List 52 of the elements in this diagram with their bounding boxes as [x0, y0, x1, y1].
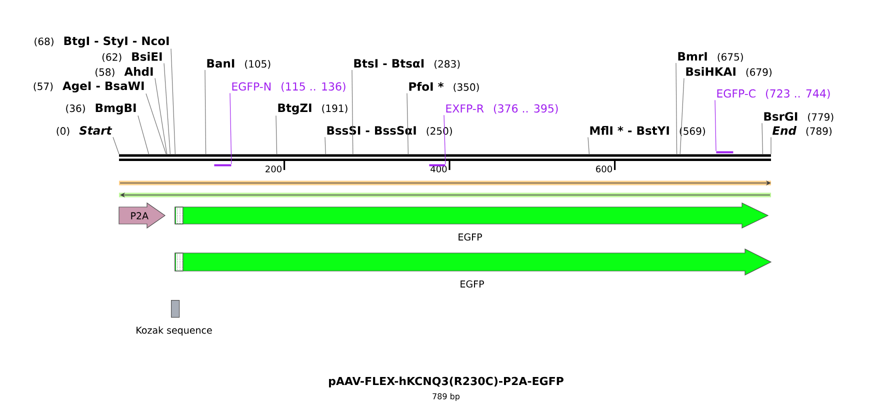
site-label: (68) BtgI - StyI - NcoI: [34, 36, 169, 48]
site-label: End (789): [772, 126, 832, 136]
leader-line: [170, 48, 176, 154]
primer-bar: [429, 164, 446, 166]
tick-label: 400: [430, 166, 447, 172]
leader-line: [714, 100, 716, 152]
leader-line: [146, 93, 166, 154]
feature-box: [171, 300, 180, 318]
leader-line: [770, 136, 772, 154]
leader-line: [154, 78, 168, 154]
leader-line: [324, 136, 326, 154]
feature-label: EGFP: [460, 280, 484, 288]
site-label: BanI (105): [207, 59, 270, 69]
gene-feature: [174, 248, 772, 276]
site-label: BsrGI (779): [764, 112, 834, 122]
gene-feature: P2A: [118, 202, 166, 229]
title: pAAV-FLEX-hKCNQ3(R230C)-P2A-EGFP: [329, 376, 564, 388]
gene-feature: [174, 202, 769, 228]
leader-line: [138, 115, 149, 154]
sequence-length: 789 bp: [432, 393, 460, 401]
site-label: BtsI - BtsαI (283): [354, 59, 460, 69]
site-label: (0) Start: [56, 126, 112, 136]
primer-label: EGFP-N (115 .. 136): [232, 82, 346, 92]
primer-bar: [214, 164, 232, 166]
site-label: (62) BsiEI: [102, 52, 162, 62]
site-label: BssSI - BssSαI (250): [327, 126, 452, 136]
leader-line: [676, 62, 678, 154]
leader-line: [762, 122, 763, 154]
leader-line: [406, 92, 408, 154]
leader-line: [588, 136, 590, 154]
leader-line: [230, 92, 232, 164]
site-label: (58) AhdI: [96, 66, 153, 78]
leader-line: [276, 115, 278, 154]
feature-label: EGFP: [458, 233, 482, 241]
primer-label: EXFP-R (376 .. 395): [446, 104, 558, 114]
site-label: (36) BmgBI: [66, 104, 136, 114]
feature-label: Kozak sequence: [136, 326, 212, 336]
site-label: BmrI (675): [678, 52, 743, 62]
primer-label: EGFP-C (723 .. 744): [717, 89, 830, 99]
leader-line: [204, 70, 206, 154]
site-label: MflI * - BstYI (569): [590, 126, 705, 136]
site-label: BsiHKAI (679): [686, 66, 772, 78]
sequence-line: [119, 154, 771, 161]
leader-line: [444, 114, 446, 164]
site-label: (57) AgeI - BsaWI: [34, 82, 144, 92]
leader-line: [680, 78, 684, 154]
site-label: BtgZI (191): [278, 104, 348, 114]
site-label: PfoI * (350): [409, 82, 479, 92]
leader-line: [112, 136, 120, 154]
leader-line: [164, 62, 170, 154]
primer-bar: [716, 151, 734, 154]
leader-line: [352, 70, 354, 154]
